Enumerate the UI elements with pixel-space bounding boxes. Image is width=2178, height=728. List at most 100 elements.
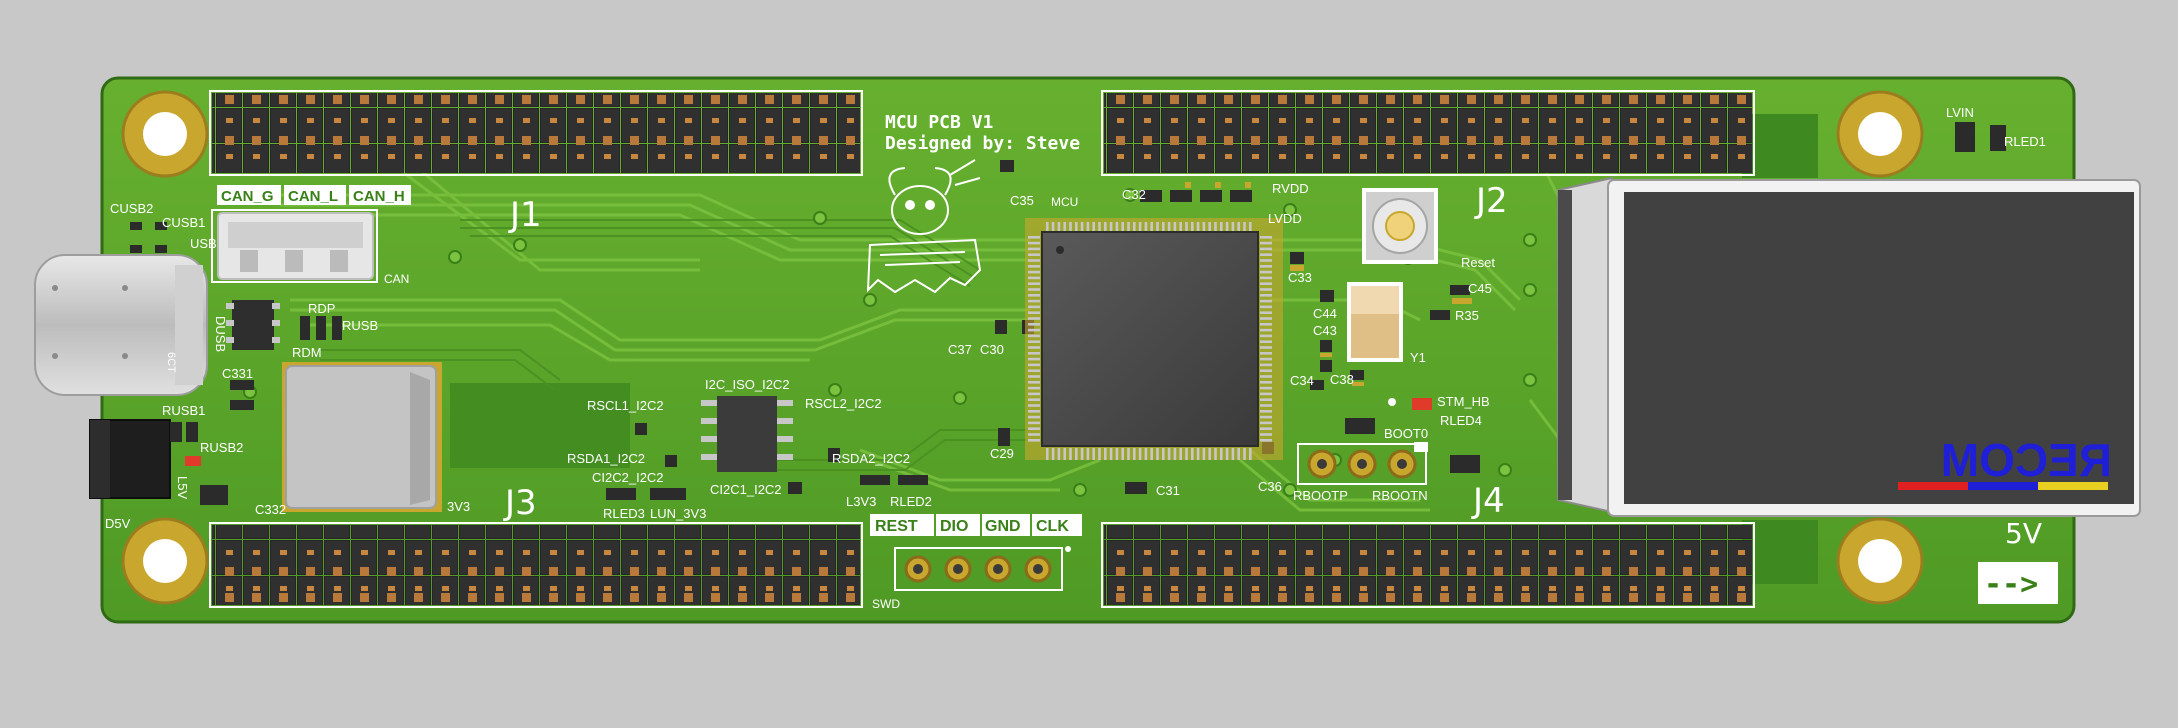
mcu-pin — [1063, 448, 1066, 460]
mounting-hole — [121, 517, 209, 605]
label-rled1: RLED1 — [2004, 134, 2046, 149]
mcu-pin — [1156, 448, 1159, 460]
mcu-pin — [1028, 415, 1040, 419]
label-rdp: RDP — [308, 301, 335, 316]
label-rusb2: RUSB2 — [200, 440, 243, 455]
mcu-pin — [1127, 448, 1130, 460]
swd-pads — [894, 546, 1071, 591]
mcu-pin — [1260, 323, 1272, 326]
label-c31: C31 — [1156, 483, 1180, 498]
mcu-pin — [1028, 236, 1040, 239]
mcu-pin — [1243, 222, 1246, 234]
mcu-pin — [1260, 352, 1272, 355]
mcu-pin — [1249, 448, 1252, 460]
mcu-pin — [1086, 448, 1090, 460]
mcu-pin — [1028, 392, 1040, 396]
usb-part-label: 6CT — [165, 352, 177, 373]
label-lvdd: LVDD — [1268, 211, 1302, 226]
mcu-pin — [1260, 346, 1272, 349]
label-c32: C32 — [1122, 187, 1146, 202]
mcu-pin — [1179, 448, 1182, 460]
board-title-line2: Designed by: Steve — [885, 133, 1080, 154]
mcu-pin — [1069, 448, 1072, 460]
can-connector — [211, 209, 378, 283]
mcu-pin — [1185, 222, 1188, 234]
pcb-traces — [320, 219, 1030, 471]
mcu-pin — [1104, 222, 1107, 234]
mcu-pin — [1028, 276, 1040, 280]
5v-label: 5V — [2005, 517, 2042, 550]
label-lvin: LVIN — [1946, 105, 1974, 120]
mcu-pin — [1173, 222, 1177, 234]
mcu-pin — [1138, 448, 1142, 460]
mcu-pin — [1260, 247, 1272, 251]
rail-3v3-label: 3V3 — [447, 499, 470, 514]
mcu-pin — [1214, 222, 1217, 234]
can-label-box: CAN_G CAN_L CAN_H — [217, 185, 411, 205]
pin-header-j2 — [1101, 90, 1755, 176]
mcu-pin — [1260, 334, 1272, 338]
usb-c-connector — [34, 254, 208, 396]
label-ci2c2: CI2C2_I2C2 — [592, 470, 664, 485]
mcu-pin — [1167, 448, 1171, 460]
mcu-pin — [1028, 404, 1040, 407]
label-rled3: RLED3 — [603, 506, 645, 521]
mcu-chip — [1025, 218, 1283, 460]
header-label-j3: J3 — [503, 483, 537, 523]
dusb-component — [226, 300, 280, 350]
mcu-pin — [1133, 222, 1136, 234]
mcu-pin — [1260, 433, 1272, 436]
mcu-pin — [1133, 448, 1136, 460]
mcu-pin — [1028, 427, 1040, 430]
swd-label: SWD — [872, 597, 900, 611]
header-label-j1: J1 — [508, 195, 542, 235]
mcu-pin — [1028, 410, 1040, 413]
board-title-line1: MCU PCB V1 — [885, 112, 993, 133]
mcu-pin — [1260, 421, 1272, 425]
mcu-pin — [1231, 222, 1235, 234]
label-cusb1: CUSB1 — [162, 215, 205, 230]
label-l3v3: L3V3 — [846, 494, 876, 509]
mcu-pin — [1150, 222, 1153, 234]
label-rusb: RUSB — [342, 318, 378, 333]
mcu-pin — [1179, 222, 1182, 234]
mcu-pin — [1028, 439, 1040, 442]
swd-label-box: REST DIO GND CLK — [870, 514, 1082, 536]
label-rsda2: RSDA2_I2C2 — [832, 451, 910, 466]
mcu-pin — [1260, 357, 1272, 361]
mcu-pin — [1202, 222, 1206, 234]
mcu-pin — [1150, 448, 1153, 460]
mcu-pin — [1260, 363, 1272, 367]
mcu-pin — [1260, 439, 1272, 442]
mcu-pin — [1086, 222, 1090, 234]
label-stm-hb: STM_HB — [1437, 394, 1490, 409]
mcu-pin — [1214, 448, 1217, 460]
mcu-pin — [1028, 299, 1040, 303]
smd-components — [130, 122, 2006, 505]
mcu-pin — [1115, 448, 1119, 460]
mcu-pin — [1260, 282, 1272, 285]
mcu-pin — [1260, 294, 1272, 297]
pin-header-j3 — [209, 522, 863, 608]
mcu-pin — [1046, 222, 1049, 234]
label-rbootp: RBOOTP — [1293, 488, 1348, 503]
label-rvdd: RVDD — [1272, 181, 1309, 196]
swd-clk-label: CLK — [1036, 518, 1069, 535]
mcu-pin — [1028, 398, 1040, 401]
mcu-pin — [1191, 222, 1194, 234]
regulator-3v3 — [282, 362, 442, 512]
header-label-j2: J2 — [1474, 181, 1508, 221]
mcu-pin — [1028, 363, 1040, 367]
recom-dcdc-module: RECOM — [1557, 176, 2141, 517]
mounting-hole — [1836, 517, 1924, 605]
label-reset: Reset — [1461, 255, 1495, 270]
mcu-pin — [1260, 369, 1272, 372]
label-dusb: DUSB — [213, 316, 228, 352]
boot-jumper-block — [1297, 443, 1427, 485]
mcu-pin — [1028, 253, 1040, 256]
label-c44: C44 — [1313, 306, 1337, 321]
mcu-pin — [1144, 222, 1148, 234]
swd-rest-label: REST — [875, 518, 918, 535]
ground-plane-region — [450, 383, 630, 468]
mcu-pin — [1028, 328, 1040, 332]
